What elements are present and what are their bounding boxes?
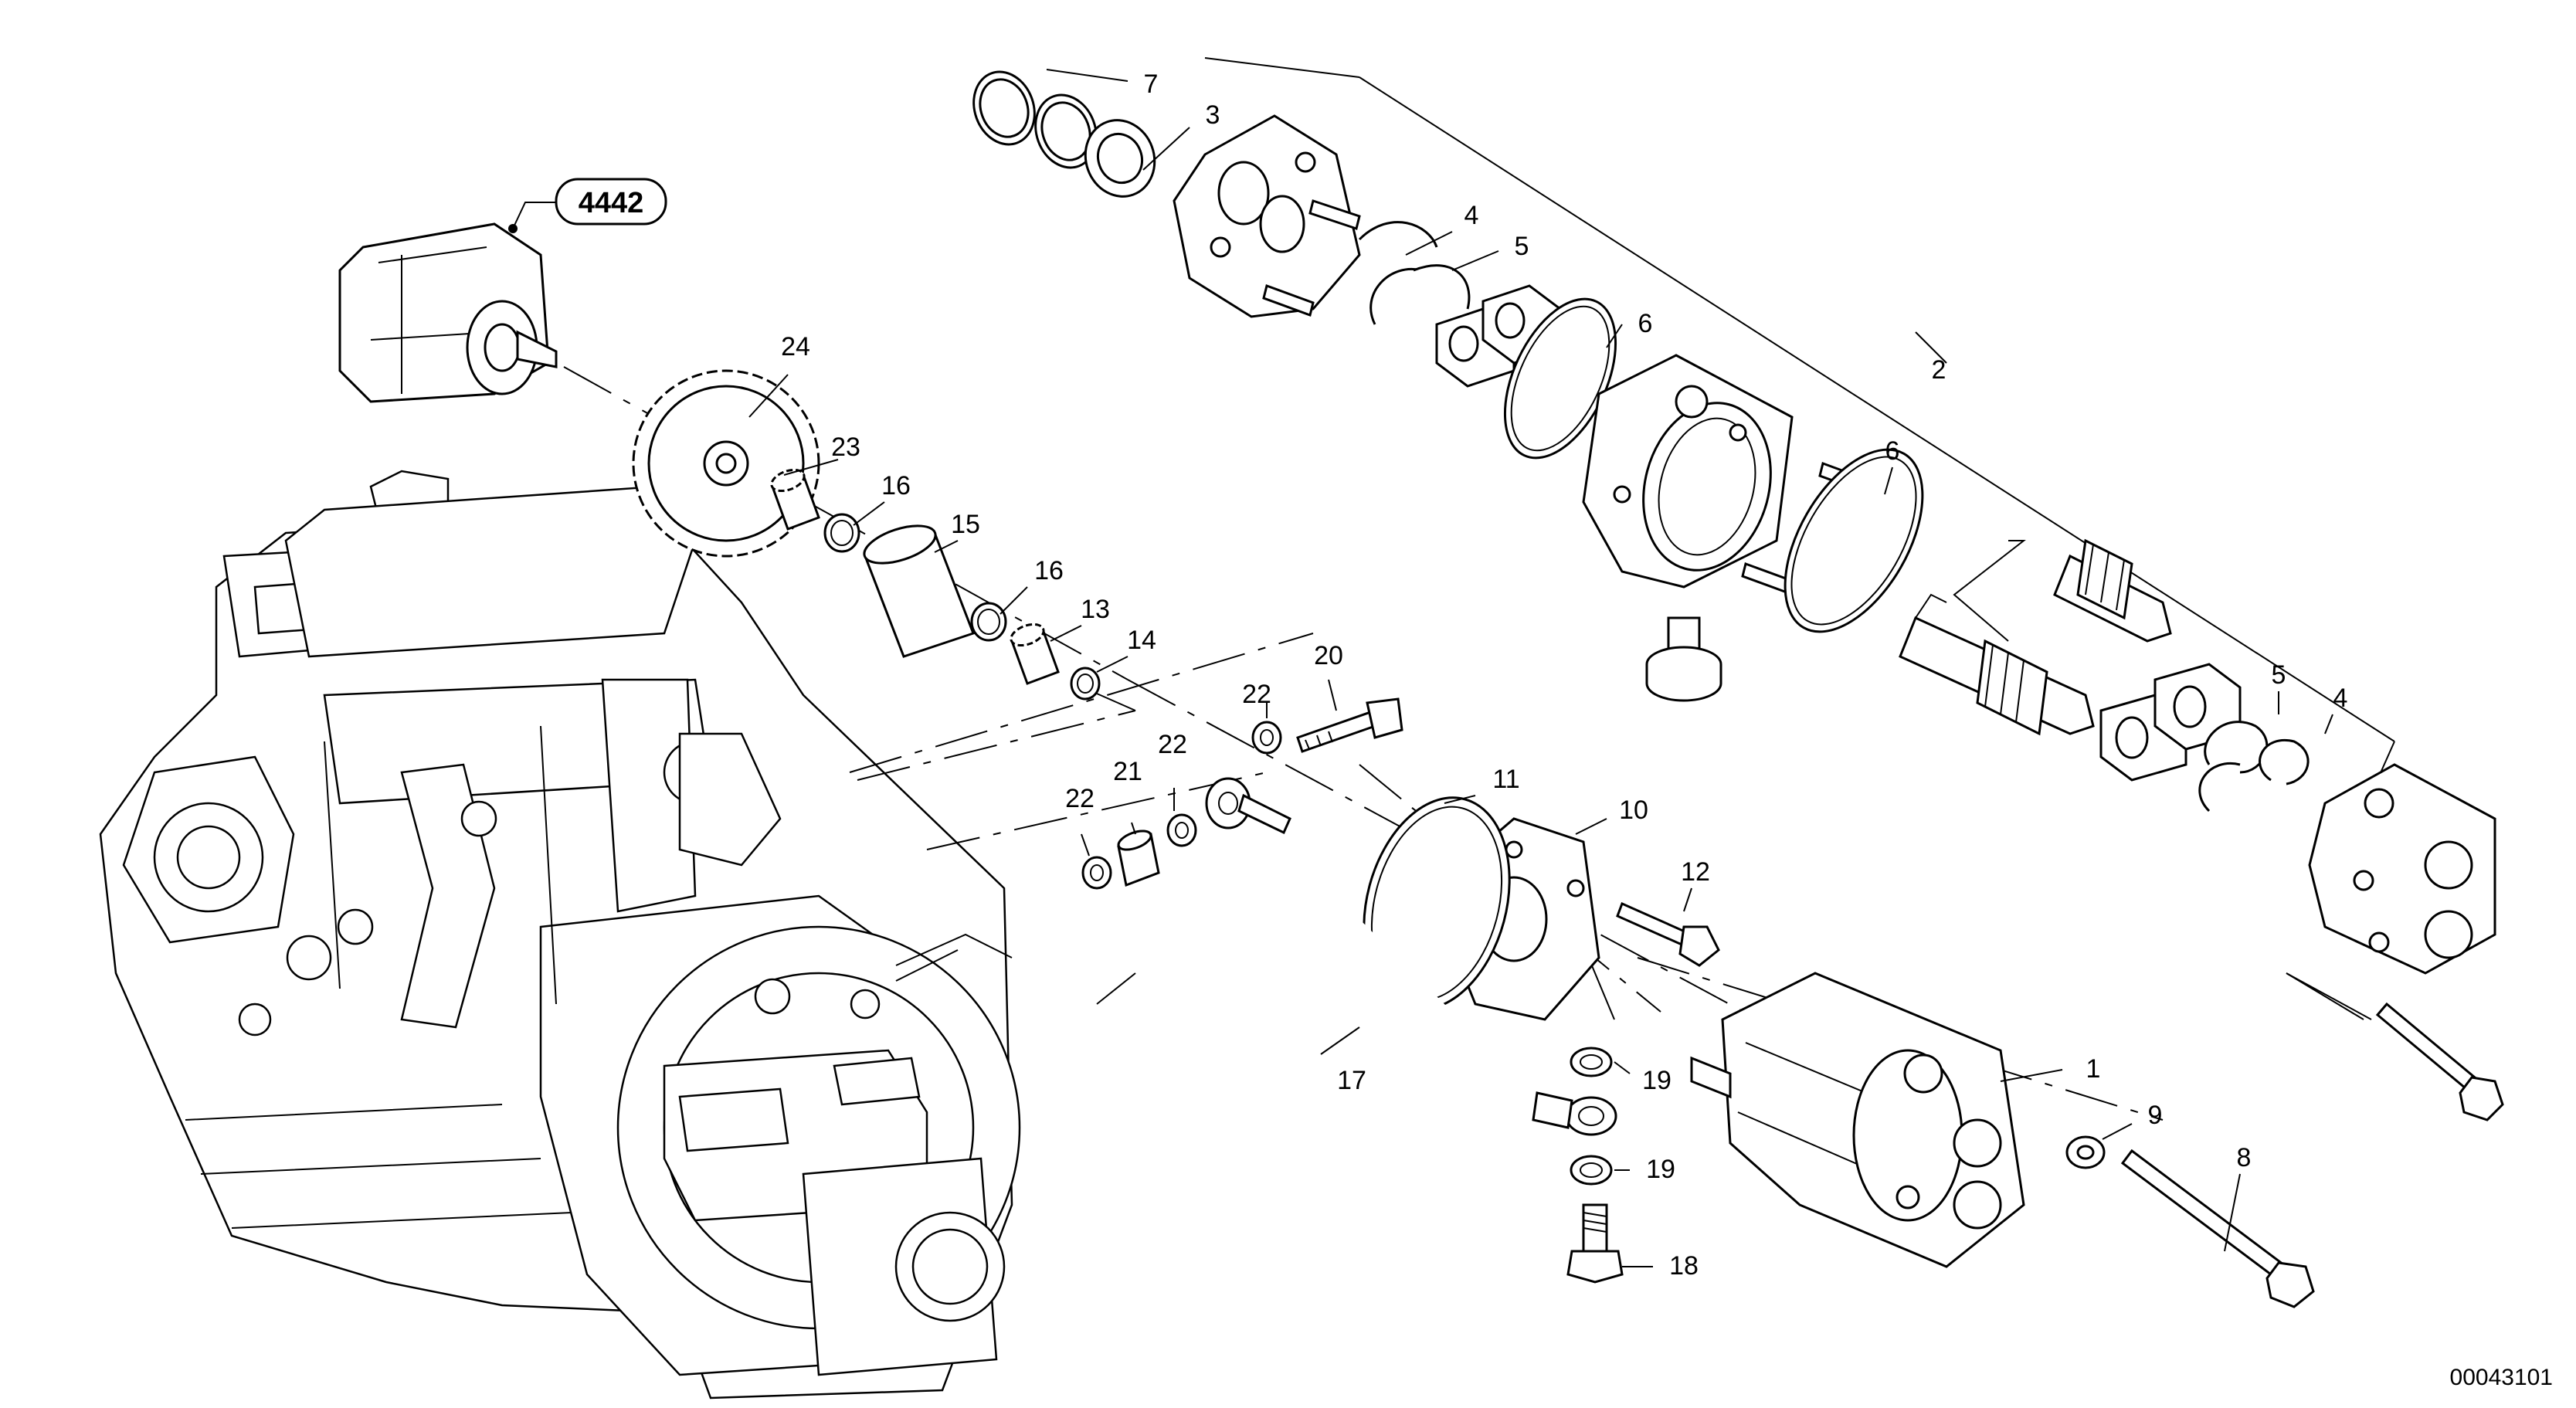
callout-19b: 19 <box>1646 1155 1675 1184</box>
gear-shaft-lower[interactable] <box>1899 593 2095 736</box>
callout-18: 18 <box>1669 1251 1699 1281</box>
screw-12[interactable] <box>1616 901 1720 967</box>
callout-23: 23 <box>831 433 860 462</box>
callout-17: 17 <box>1337 1066 1366 1095</box>
callout-2: 2 <box>1932 355 1946 385</box>
callout-16a: 16 <box>881 471 911 500</box>
document-id: 00043101 <box>2450 1365 2553 1390</box>
callout-3: 3 <box>1206 100 1220 130</box>
engine-assembly <box>99 470 1021 1400</box>
callout-7: 7 <box>1144 70 1159 99</box>
callout-15: 15 <box>951 510 980 539</box>
seal-ring-4[interactable] <box>1358 221 1438 248</box>
pump-front-flange[interactable] <box>1173 114 1361 318</box>
snap-ring-14[interactable] <box>1070 667 1101 701</box>
long-bolt-upper[interactable] <box>2375 1002 2504 1121</box>
callout-14: 14 <box>1127 626 1156 655</box>
shaft-seal-3[interactable] <box>1075 110 1166 206</box>
coupling-sleeve-15[interactable] <box>860 518 975 658</box>
callout-16b: 16 <box>1034 556 1064 585</box>
sealing-ring-22b[interactable] <box>1166 813 1197 847</box>
callout-5b: 5 <box>2272 660 2286 690</box>
sleeve-21[interactable] <box>1116 827 1160 887</box>
callout-13: 13 <box>1081 595 1110 624</box>
sealing-ring-19a[interactable] <box>1570 1047 1613 1077</box>
sealing-ring-22c[interactable] <box>1081 856 1112 890</box>
snap-ring-16b[interactable] <box>970 602 1007 642</box>
sealing-ring-22a[interactable] <box>1251 721 1282 755</box>
callout-1: 1 <box>2086 1054 2101 1084</box>
snap-ring-7[interactable] <box>964 63 1044 153</box>
hydraulic-line-17[interactable] <box>1257 816 1573 1129</box>
callout-22a: 22 <box>1242 680 1271 709</box>
callout-5a: 5 <box>1515 232 1529 261</box>
pump-body[interactable] <box>1582 354 1794 589</box>
seal-ring-5b[interactable] <box>2204 721 2269 774</box>
callout-10: 10 <box>1619 796 1648 825</box>
callout-20: 20 <box>1314 641 1343 670</box>
banjo-fitting[interactable] <box>1565 1096 1617 1136</box>
callout-11: 11 <box>1492 765 1519 794</box>
callout-6b: 6 <box>1885 436 1900 466</box>
sealing-ring-19b[interactable] <box>1570 1155 1613 1186</box>
callout-24: 24 <box>781 332 810 361</box>
snap-ring-16a[interactable] <box>823 513 860 553</box>
spline-gear-13[interactable] <box>1008 620 1060 685</box>
callout-4a: 4 <box>1464 201 1479 230</box>
plug[interactable] <box>1645 616 1722 702</box>
callout-22c: 22 <box>1065 784 1095 813</box>
banjo-bolt-20[interactable] <box>1296 697 1403 753</box>
callout-9: 9 <box>2148 1101 2163 1130</box>
callout-labels: 7 3 4 5 6 2 6 5 4 1 9 8 10 11 12 17 19 1… <box>781 70 2347 1281</box>
reference-badge[interactable]: 4442 <box>555 178 667 226</box>
callout-4b: 4 <box>2333 684 2348 713</box>
seal-ring-5[interactable] <box>1413 264 1471 310</box>
snap-ring-7b[interactable] <box>1026 87 1106 176</box>
reference-badge-label: 4442 <box>579 187 644 219</box>
reference-pump <box>338 222 558 403</box>
o-ring-6b[interactable] <box>1756 426 1950 654</box>
bearing-blocks-lower[interactable] <box>2099 663 2242 782</box>
callout-22b: 22 <box>1158 730 1187 759</box>
banjo-bolt-18[interactable] <box>1566 1203 1624 1284</box>
callout-8: 8 <box>2237 1143 2252 1172</box>
callout-19a: 19 <box>1642 1066 1672 1095</box>
callout-6a: 6 <box>1638 309 1653 338</box>
pump-rear-cover[interactable] <box>2308 763 2496 975</box>
drive-gear-24[interactable] <box>632 369 820 558</box>
gear-pump-1[interactable] <box>1690 972 2025 1268</box>
long-bolt-8[interactable] <box>2120 1148 2315 1308</box>
spline-gear-23[interactable] <box>769 466 820 531</box>
reference-badge-dot <box>508 224 518 233</box>
seal-ring-4c[interactable] <box>2259 739 2310 785</box>
callout-21: 21 <box>1113 757 1142 786</box>
callout-12: 12 <box>1681 857 1710 887</box>
banjo-connector[interactable] <box>1205 777 1291 835</box>
leader-lines <box>748 69 2333 1267</box>
gear-shaft-upper[interactable] <box>2053 538 2172 643</box>
seal-ring-4b[interactable] <box>1369 268 1422 325</box>
